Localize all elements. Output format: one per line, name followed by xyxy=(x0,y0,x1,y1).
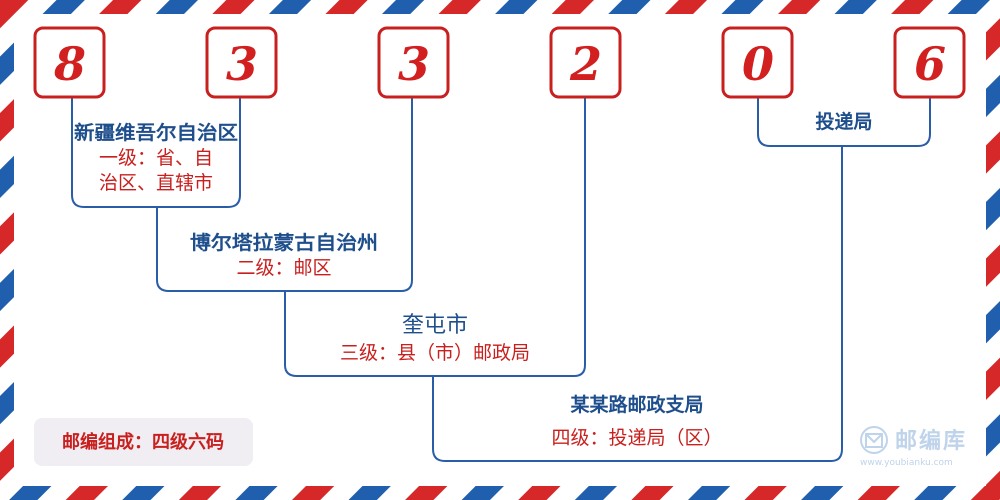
level3-bracket xyxy=(284,97,586,377)
level1-name: 新疆维吾尔自治区 xyxy=(74,121,238,144)
level4-bracket xyxy=(432,146,843,462)
digit-box-1 xyxy=(33,26,106,99)
summary-text: 邮编组成：四级六码 xyxy=(62,431,224,453)
delivery-bracket xyxy=(757,97,931,147)
summary-badge xyxy=(34,418,253,466)
level4-desc: 四级：投递局（区） xyxy=(551,427,722,449)
delivery-name: 投递局 xyxy=(815,110,872,133)
envelope-circle-icon xyxy=(860,426,888,454)
digit-4: 2 xyxy=(569,37,602,91)
digit-5: 0 xyxy=(742,37,774,91)
level3-desc: 三级：县（市）邮政局 xyxy=(340,342,530,364)
brand-watermark: 邮编库 www.youbianku.com xyxy=(860,426,967,468)
level2-desc: 二级：邮区 xyxy=(236,257,331,279)
level1-desc-line1: 一级：省、自 xyxy=(99,147,213,169)
level2-name: 博尔塔拉蒙古自治州 xyxy=(190,231,378,254)
digit-3: 3 xyxy=(398,37,430,91)
digit-boxes xyxy=(33,26,966,99)
digit-box-5 xyxy=(721,26,794,99)
level3-name: 奎屯市 xyxy=(402,313,468,338)
digit-box-6 xyxy=(893,26,966,99)
level4-name: 某某路邮政支局 xyxy=(570,393,703,416)
digit-2: 3 xyxy=(226,37,258,91)
digit-1: 8 xyxy=(53,37,86,91)
digit-box-2 xyxy=(205,26,278,99)
digit-box-4 xyxy=(549,26,622,99)
brand-name: 邮编库 xyxy=(895,428,967,454)
digit-6: 6 xyxy=(914,37,946,91)
digit-box-3 xyxy=(377,26,450,99)
level1-desc-line2: 治区、直辖市 xyxy=(99,172,213,194)
brand-url: www.youbianku.com xyxy=(860,458,953,468)
